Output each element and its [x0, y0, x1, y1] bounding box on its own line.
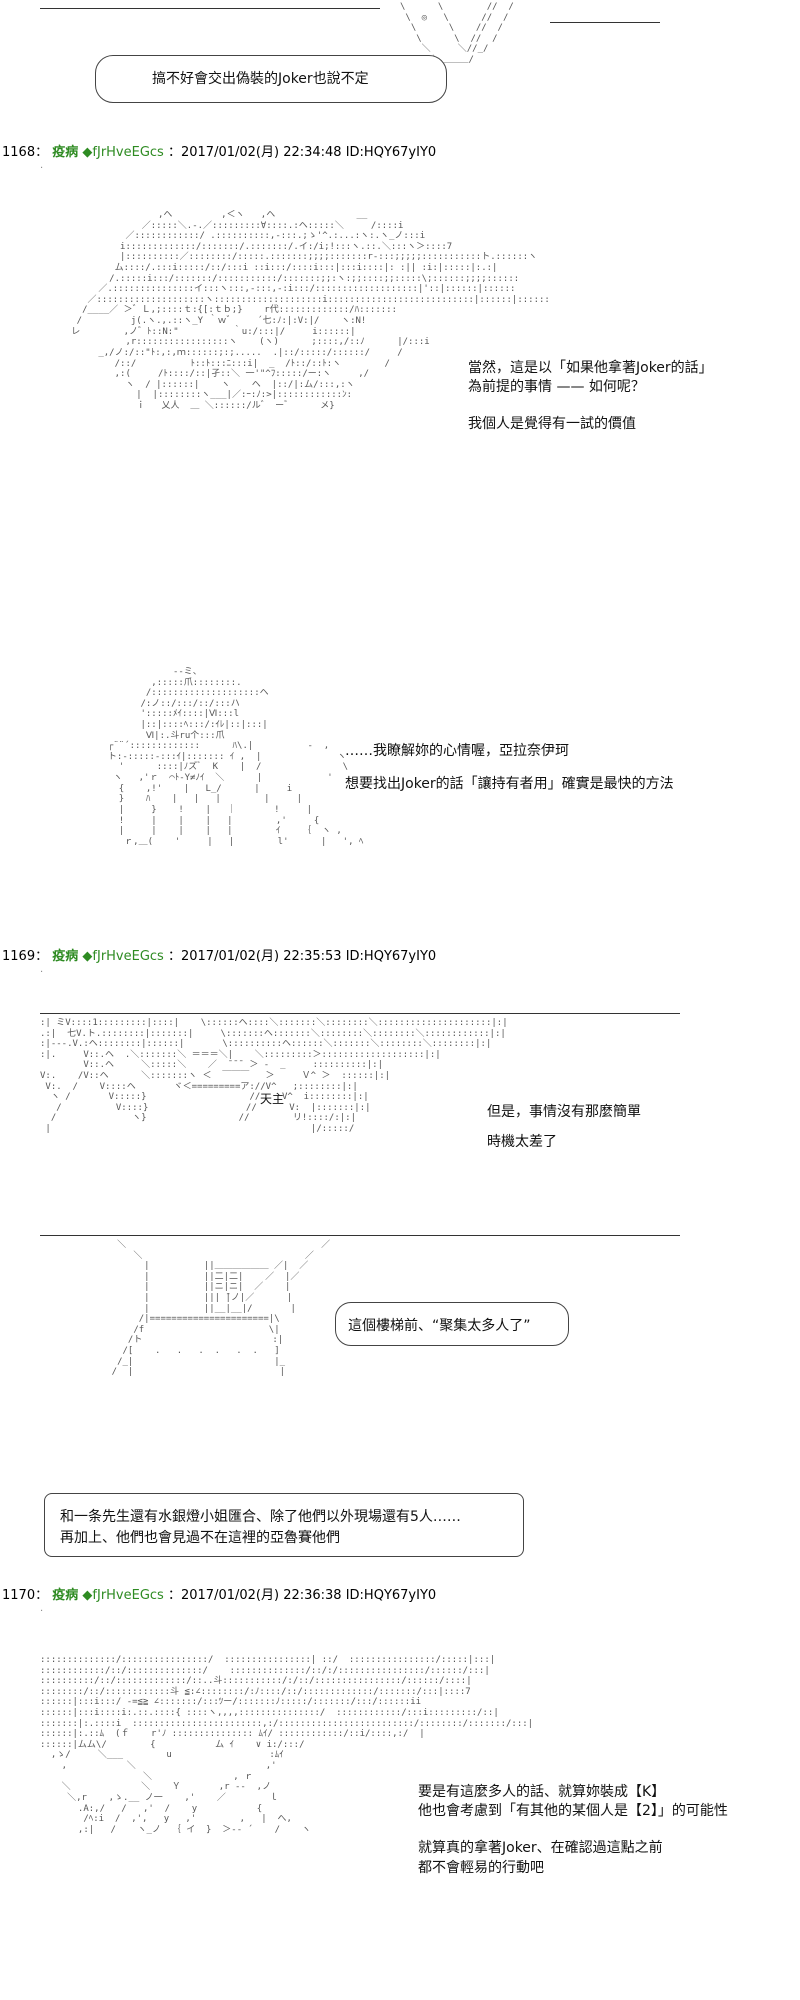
poster-trip: ◆fJrHveEGcs [82, 1588, 164, 1603]
post-number: 1169 [2, 949, 36, 964]
panel1-speech-bubble [95, 55, 447, 103]
post-1168-header: 1168： 疫病 ◆fJrHveEGcs ：2017/01/02(月) 22:3… [2, 141, 436, 160]
poster-name: 疫病 [52, 145, 79, 160]
panel-border-top [40, 1013, 680, 1014]
post-1170-dialog-a-1: 他也會考慮到「有其他的某個人是【2】」的可能性 [418, 1803, 728, 1819]
post-1168-dialog-b-0: ……我瞭解妳的心情喔，亞拉奈伊珂 [345, 743, 569, 759]
post-1170-marker: . [40, 1603, 44, 1614]
post-1168-dialog-a-2: 我個人是覺得有一試的價值 [468, 416, 636, 432]
narration-box [44, 1493, 524, 1557]
post-datetime: ：2017/01/02(月) 22:34:48 ID:HQY67yIY0 [167, 145, 437, 160]
post-1169-speech-bubble [335, 1302, 569, 1346]
panel-border-bottom [40, 1235, 680, 1236]
post-1169-header: 1169： 疫病 ◆fJrHveEGcs ：2017/01/02(月) 22:3… [2, 945, 436, 964]
staircase-art: ＼ ／ ＼ ／ | ||＿＿＿＿＿＿ ／| ／ | ||二|二| ／ |／ | … [111, 1240, 331, 1378]
post-1169-bubble-text: 這個樓梯前、“聚集太多人了” [348, 1318, 531, 1334]
post-1169-marker: . [40, 964, 44, 975]
post-datetime: ：2017/01/02(月) 22:36:38 ID:HQY67yIY0 [167, 1588, 437, 1603]
character-art-1170: ::::::::::::::/::::::::::::::::/ :::::::… [40, 1655, 534, 1835]
poster-name: 疫病 [52, 949, 79, 964]
panel1-top-line [40, 8, 380, 9]
panel1-top-line-right [550, 22, 660, 23]
post-1169-box-line-0: 和一条先生還有水銀燈小姐匯合、除了他們以外現場還有5人…… [60, 1509, 461, 1525]
poster-trip: ◆fJrHveEGcs [82, 949, 164, 964]
character-art-1168-b: --ミ、 ,:::::爪::::::::. /:::::::::::::::::… [107, 667, 364, 847]
speedline-art: \ \ // / \ ◎ \ // / \ \ // / \ \ // / ＼ … [400, 2, 514, 66]
post-sep: ： [35, 1588, 49, 1603]
panel1-bubble-text: 搞不好會交出偽裝的Joker也說不定 [152, 71, 369, 87]
post-number: 1168 [2, 145, 36, 160]
poster-name: 疫病 [52, 1588, 79, 1603]
aa-label-tenshu: 天主 [260, 1092, 285, 1106]
post-number: 1170 [2, 1588, 36, 1603]
character-art-1168-a: ,ヘ ,＜ヽ ,ヘ __ ／:::::＼.-.／:::::::::∀::::.:… [71, 210, 550, 411]
post-1169-box-line-1: 再加上、他們也會見過不在這裡的亞魯賽他們 [60, 1530, 340, 1546]
post-1170-header: 1170： 疫病 ◆fJrHveEGcs ：2017/01/02(月) 22:3… [2, 1584, 436, 1603]
post-1170-dialog-b-0: 就算真的拿著Joker、在確認過這點之前 [418, 1840, 663, 1856]
post-sep: ： [35, 949, 49, 964]
post-1169-dialog-a-0: 但是，事情沒有那麼簡單 [487, 1104, 641, 1120]
post-1168-dialog-b-1: 想要找出Joker的話「讓持有者用」確實是最快的方法 [345, 776, 674, 792]
action-art-1169: :| ミV::::1:::::::::|::::| \::::::ヘ::::＼:… [40, 1018, 508, 1135]
post-1168-dialog-a-0: 當然，這是以「如果他拿著Joker的話」 [468, 360, 713, 376]
post-sep: ： [35, 145, 49, 160]
post-1170-dialog-b-1: 都不會輕易的行動吧 [418, 1860, 544, 1876]
post-1168-dialog-a-1: 為前提的事情 —— 如何呢？ [468, 379, 645, 395]
post-datetime: ：2017/01/02(月) 22:35:53 ID:HQY67yIY0 [167, 949, 437, 964]
post-1169-dialog-a-1: 時機太差了 [487, 1134, 557, 1150]
post-1170-dialog-a-0: 要是有這麼多人的話、就算妳裝成【K】 [418, 1784, 666, 1800]
poster-trip: ◆fJrHveEGcs [82, 145, 164, 160]
post-1168-marker: . [40, 160, 44, 171]
